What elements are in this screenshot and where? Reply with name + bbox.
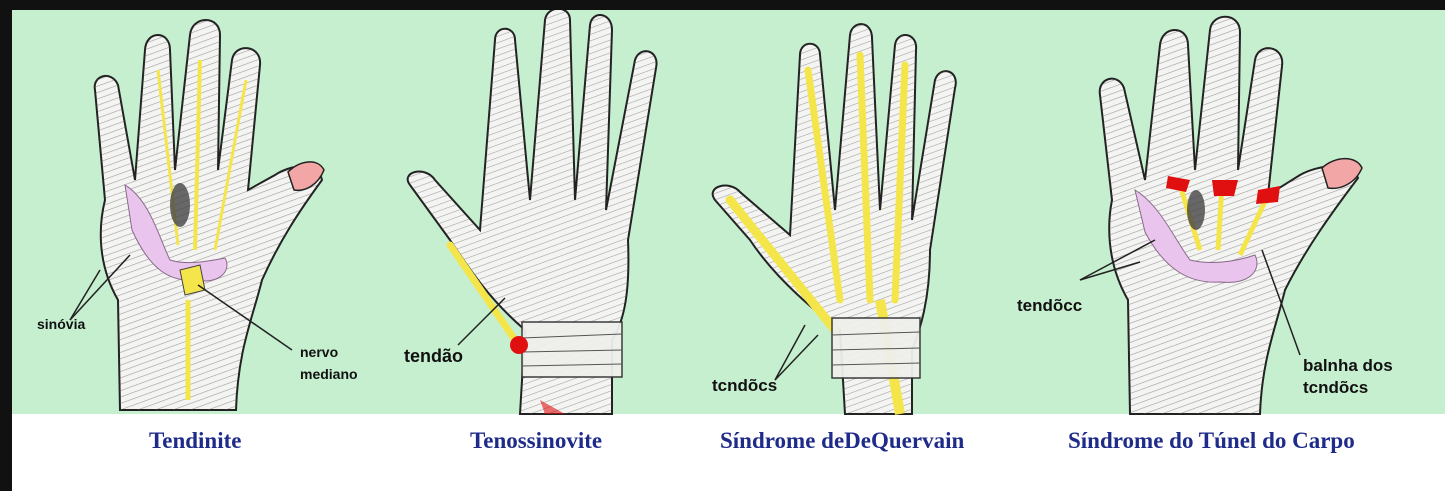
label-tendao: tendão (404, 346, 463, 367)
label-bainha-dos: balnha dos (1303, 356, 1393, 376)
caption-tunel-carpo: Síndrome do Túnel do Carpo (1068, 428, 1355, 454)
hand-tendinite (70, 20, 324, 410)
caption-tendinite: Tendinite (149, 428, 241, 454)
hand-tunel-carpo (1080, 17, 1362, 414)
label-tendoes-bainha: tcndõcs (1303, 378, 1368, 398)
caption-dequervain: Síndrome deDeQuervain (720, 428, 964, 454)
label-tendoes-carpo: tendõcc (1017, 296, 1082, 316)
hand-dequervain (713, 24, 956, 414)
frame-border-left (0, 0, 12, 491)
caption-tenossinovite: Tenossinovite (470, 428, 602, 454)
label-sinovia: sinóvia (37, 316, 85, 332)
frame-border-top (0, 0, 1445, 10)
label-nervo: nervo (300, 344, 338, 360)
label-tendoes-dequervain: tcndõcs (712, 376, 777, 396)
label-mediano: mediano (300, 366, 358, 382)
